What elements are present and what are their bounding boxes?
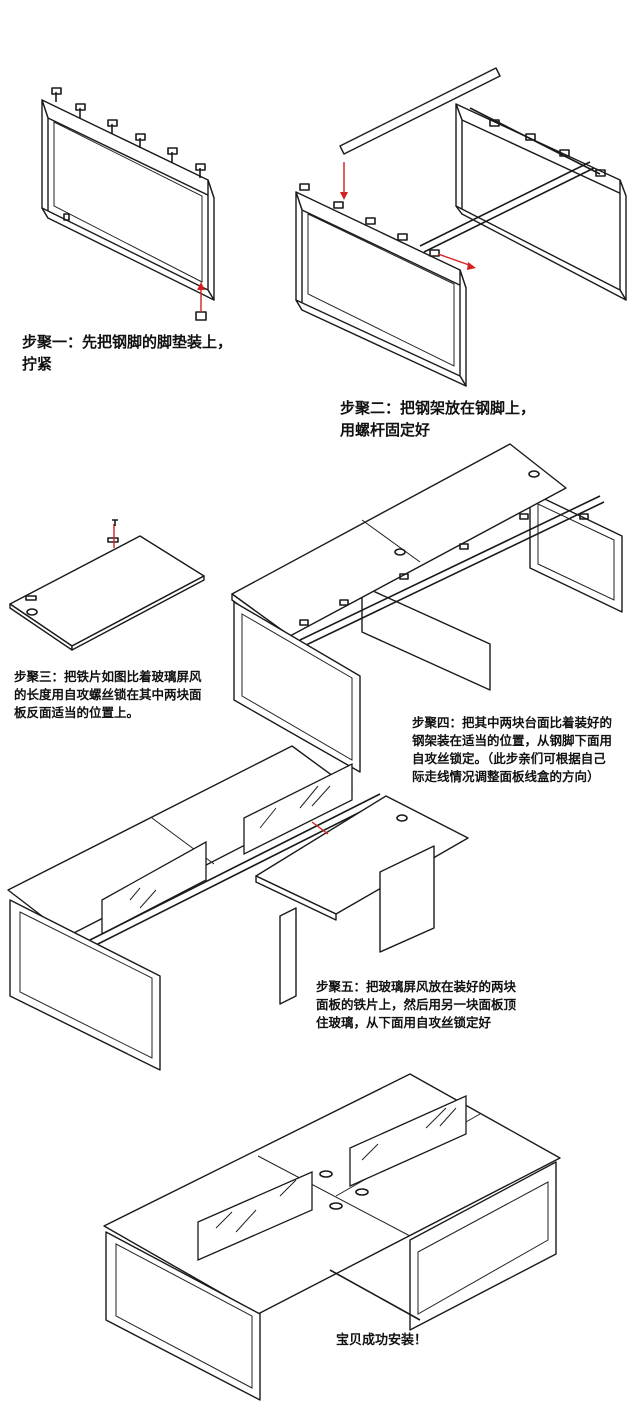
step1-line2: 拧紧 [22, 354, 53, 373]
figure-completed-desk [103, 1073, 561, 1401]
figure-step2-frame [295, 67, 627, 387]
step5-caption: 步聚五：把玻璃屏风放在装好的两块 面板的铁片上，然后用另一块面板顶 住玻璃，从下… [316, 978, 516, 1032]
step2-line1: 步聚二：把钢架放在钢脚上， [340, 399, 536, 417]
step1-caption: 步聚一：先把钢脚的脚垫装上， 拧紧 [22, 332, 232, 376]
step3-line1: 步聚三：把铁片如图比着玻璃屏风 [14, 669, 202, 684]
step3-line3: 板反面适当的位置上。 [14, 705, 140, 721]
figure-step5-desk [7, 745, 469, 1071]
step3-line2: 的长度用自攻螺丝锁在其中两块面 [14, 687, 202, 703]
step3-caption: 步聚三：把铁片如图比着玻璃屏风 的长度用自攻螺丝锁在其中两块面 板反面适当的位置… [14, 668, 202, 722]
step4-caption: 步聚四：把其中两块台面比着装好的 钢架装在适当的位置，从钢脚下面用 自攻丝锁定。… [412, 714, 612, 787]
step4-line4: 际走线情况调整面板线盒的方向） [412, 769, 600, 785]
step1-line1: 步聚一：先把钢脚的脚垫装上， [22, 333, 233, 351]
figure-step3-panel [9, 519, 205, 651]
step4-line2: 钢架装在适当的位置，从钢脚下面用 [412, 733, 613, 749]
figure-step1-leg-frame [41, 87, 215, 321]
step4-line1: 步聚四：把其中两块台面比着装好的 [412, 715, 613, 730]
figure-step4-desk [231, 443, 623, 773]
step2-caption: 步聚二：把钢架放在钢脚上， 用螺杆固定好 [340, 398, 535, 442]
step5-line3: 住玻璃，从下面用自攻丝锁定好 [316, 1015, 492, 1031]
step5-line1: 步聚五：把玻璃屏风放在装好的两块 [316, 979, 517, 994]
step2-line2: 用螺杆固定好 [340, 420, 431, 439]
step4-line3: 自攻丝锁定。（此步亲们可根据自己 [412, 751, 606, 767]
step5-line2: 面板的铁片上，然后用另一块面板顶 [316, 997, 517, 1013]
foot-pad [195, 311, 207, 321]
completion-caption: 宝贝成功安装！ [336, 1333, 428, 1348]
